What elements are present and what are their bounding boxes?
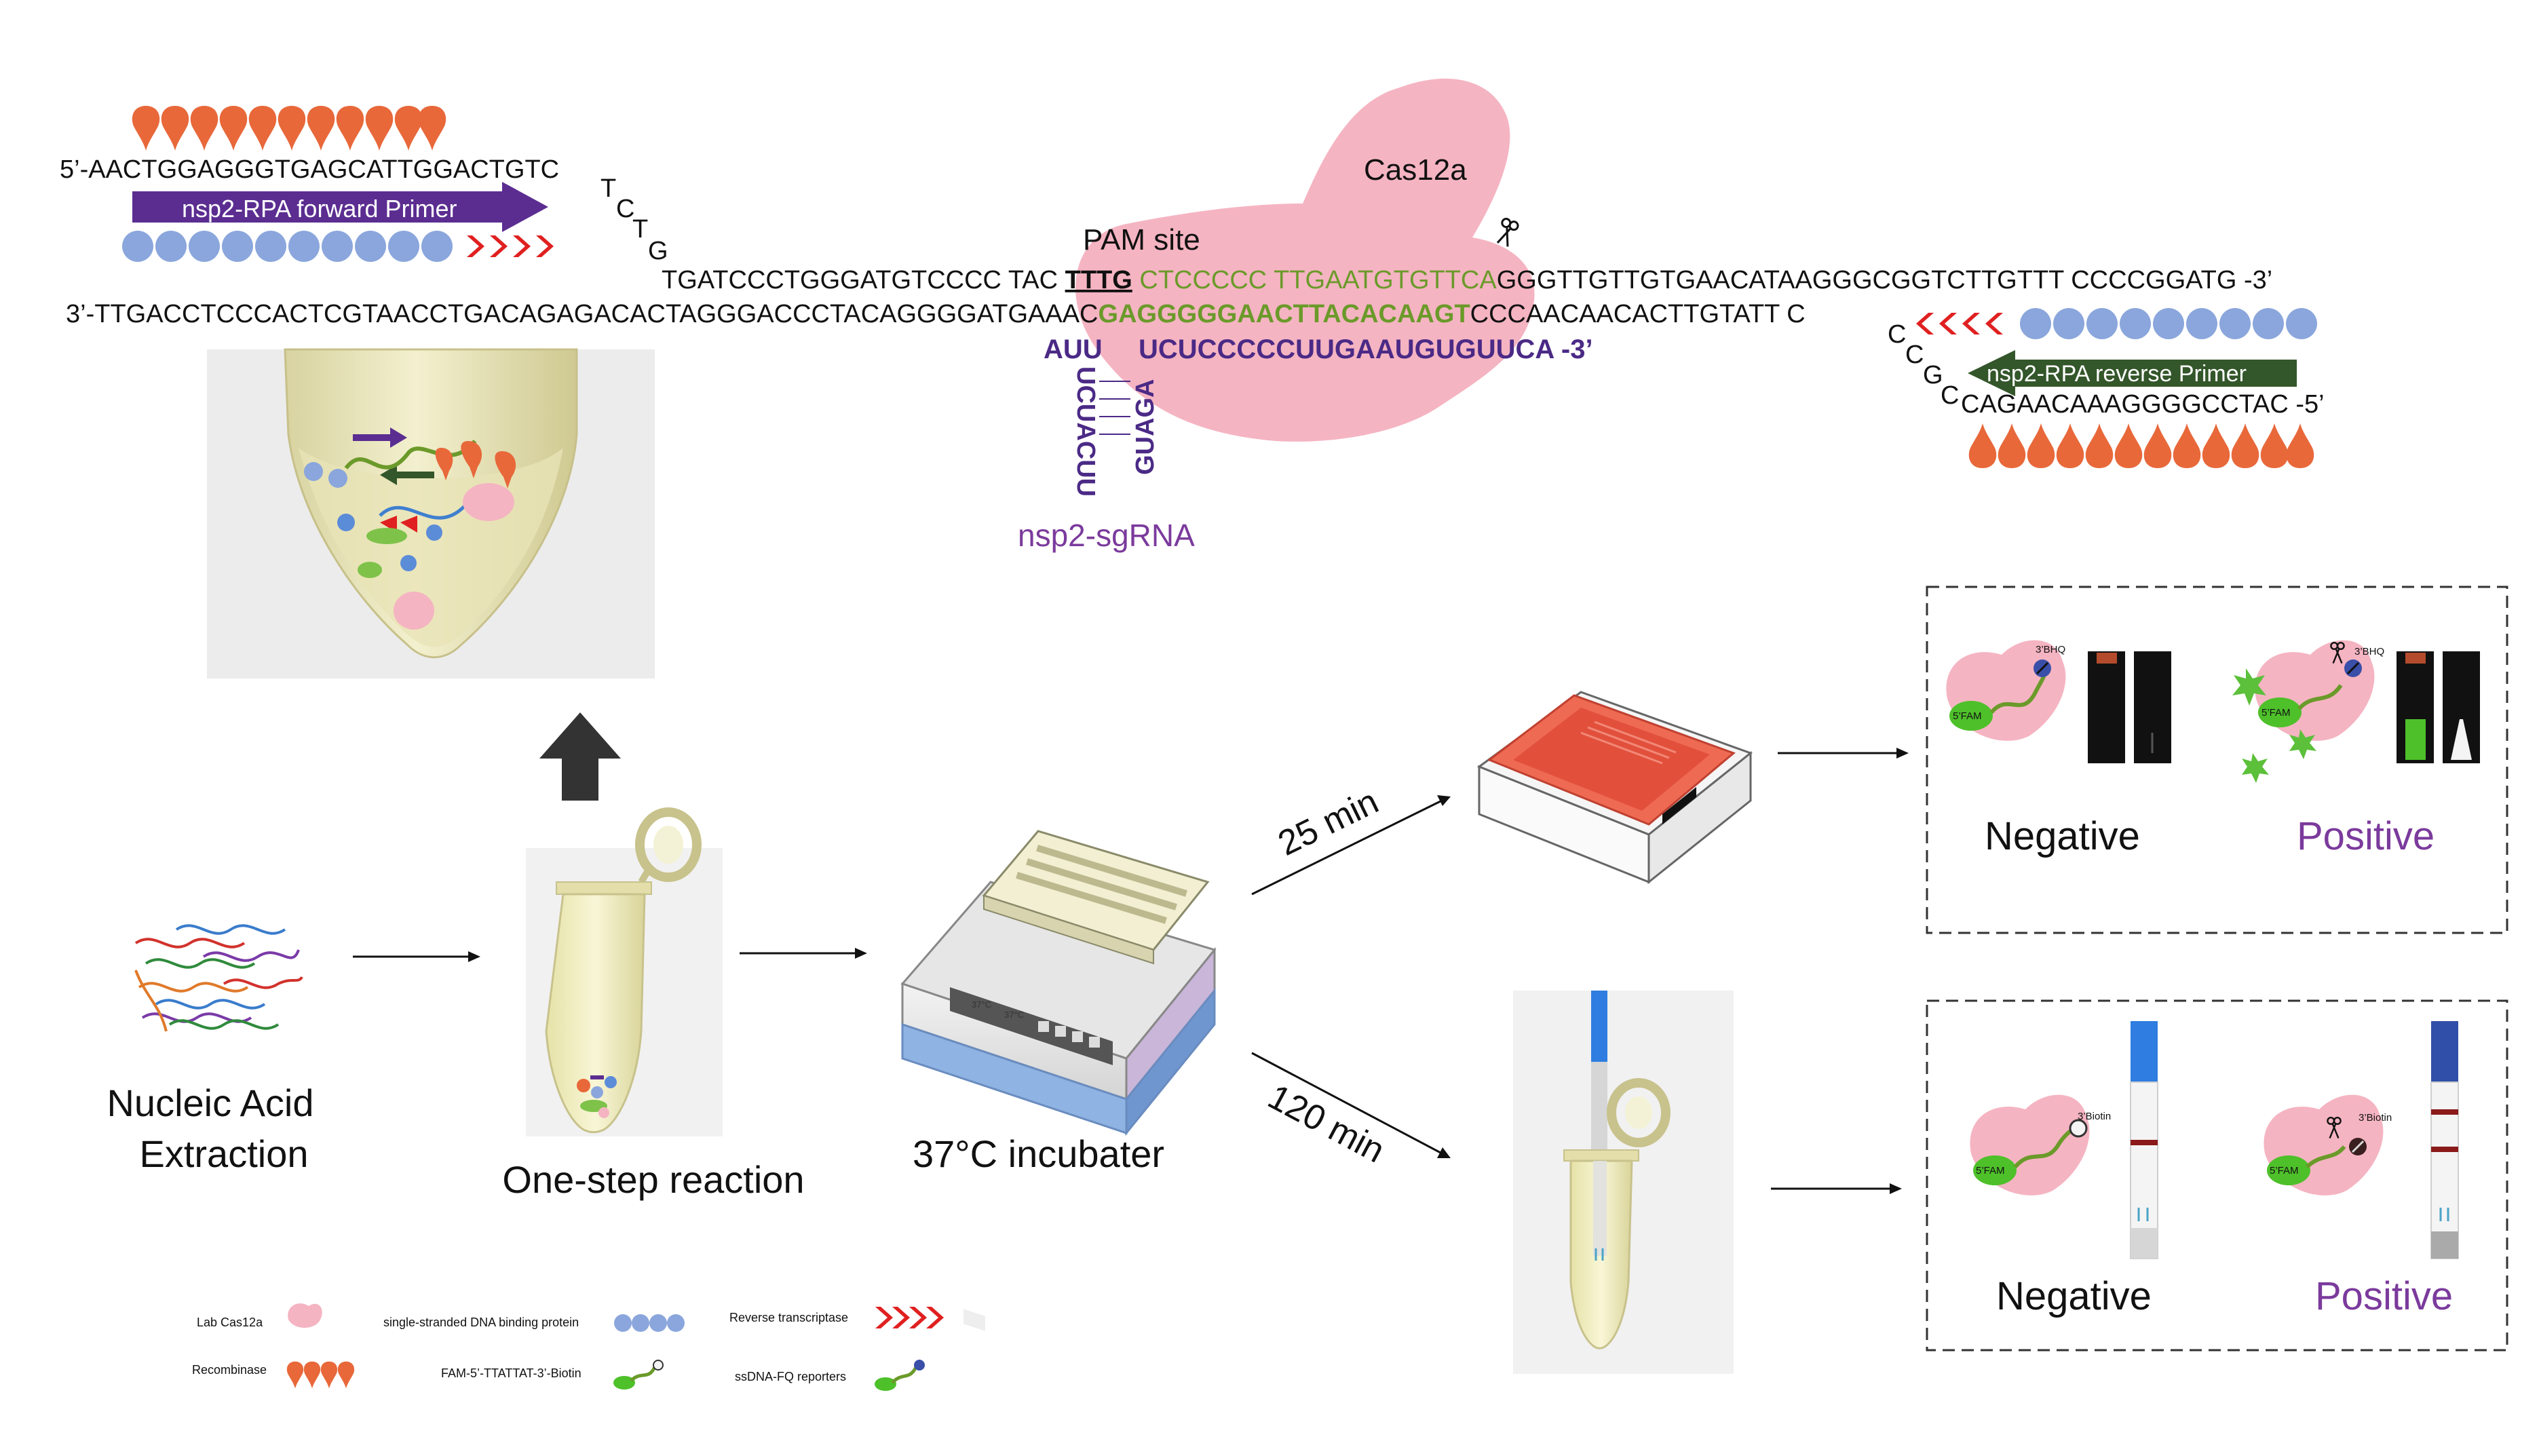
legend-rt-label: Reverse transcriptase bbox=[729, 1311, 848, 1324]
legend-rt-icon bbox=[875, 1307, 944, 1328]
legend-recombinase-label: Recombinase bbox=[192, 1363, 267, 1377]
nucleic-acid-strands-icon bbox=[134, 924, 303, 1032]
bottom-loop-letters: C C G C bbox=[1888, 320, 1959, 410]
sgrna-structure: AUU UCUCCCCCUUGAAUGUGUUCA -3’ UCUACUU GU… bbox=[1044, 334, 1593, 497]
recombinase-row-top bbox=[132, 106, 446, 151]
forward-primer-label: nsp2-RPA forward Primer bbox=[182, 195, 457, 223]
svg-text:C: C bbox=[1905, 341, 1924, 369]
top-strand-left: 5’-AACTGGAGGGTGAGCATTGGACTGTC bbox=[60, 155, 559, 184]
legend-fam-biotin-icon bbox=[613, 1360, 664, 1390]
bhq-label-pos: 3’BHQ bbox=[2354, 646, 2384, 657]
sgrna-stem-left: UCUACUU bbox=[1071, 366, 1100, 497]
svg-text:37°C: 37°C bbox=[972, 999, 991, 1010]
sgrna-top-left: AUU bbox=[1044, 334, 1103, 364]
fam-label-pos: 5’FAM bbox=[2261, 707, 2291, 719]
one-step-label: One-step reaction bbox=[502, 1158, 804, 1201]
svg-text:C: C bbox=[616, 195, 634, 223]
up-arrow-icon bbox=[539, 712, 621, 801]
svg-text:G: G bbox=[648, 237, 668, 265]
recombinase-row-bottom bbox=[1968, 423, 2314, 468]
pam-site-label: PAM site bbox=[1083, 223, 1200, 256]
strip-results-panel: 5’FAM 3’Biotin 5’FAM 3’Biotin bbox=[1926, 999, 2508, 1352]
legend-ssb-icon bbox=[614, 1314, 685, 1332]
svg-text:37°C: 37°C bbox=[1004, 1010, 1024, 1020]
legend-recombinase-icon bbox=[286, 1361, 355, 1389]
sgrna-spacer: UCUCCCCCUUGAAUGUGUUCA -3’ bbox=[1139, 334, 1593, 364]
bottom-strand-tail: CAGAACAAAGGGGCCTAC -5’ bbox=[1961, 390, 2325, 419]
flow-arrow-result-fluor bbox=[1778, 748, 1909, 759]
forward-primer-arrow bbox=[132, 182, 548, 232]
flow-arrow-fluor bbox=[1251, 795, 1451, 896]
legend-fq-icon bbox=[875, 1360, 925, 1391]
flow-arrow-result-strip bbox=[1771, 1183, 1902, 1194]
one-step-tube-image bbox=[526, 807, 723, 1136]
scissors-icon bbox=[1493, 216, 1521, 249]
biotin-label-neg: 3’Biotin bbox=[2078, 1111, 2111, 1122]
legend-cas12a-label: Lab Cas12a bbox=[197, 1316, 263, 1329]
legend: Lab Cas12a single-stranded DNA binding p… bbox=[192, 1303, 944, 1391]
fam-label-strip-pos: 5’FAM bbox=[2270, 1165, 2299, 1176]
positive-fluor-label: Positive bbox=[2297, 814, 2435, 858]
ssb-row-top bbox=[122, 231, 453, 262]
svg-text:T: T bbox=[600, 174, 616, 203]
cas12a-protein-shape bbox=[1075, 78, 1535, 442]
incubator-image: 37°C 37°C bbox=[900, 830, 1217, 1331]
svg-text:G: G bbox=[1923, 361, 1943, 389]
ssb-row-bottom bbox=[2020, 308, 2317, 339]
top-strand-middle: TGATCCCTGGGATGTCCCC TAC TTTG CTCCCCC TTG… bbox=[662, 266, 2272, 294]
reverse-primer-label: nsp2-RPA reverse Primer bbox=[1987, 361, 2247, 387]
svg-text:C: C bbox=[1888, 320, 1906, 349]
nucleic-acid-label: Nucleic Acid bbox=[107, 1081, 313, 1124]
negative-strip-label: Negative bbox=[1996, 1274, 2152, 1318]
sgrna-label: nsp2-sgRNA bbox=[1018, 518, 1195, 553]
reverse-transcriptase-top bbox=[467, 235, 554, 257]
svg-text:T: T bbox=[632, 215, 648, 244]
svg-text:C: C bbox=[1941, 381, 1959, 410]
reverse-transcriptase-bottom bbox=[1916, 313, 2003, 334]
reverse-primer-arrow bbox=[1968, 350, 2297, 396]
fam-label-strip-neg: 5’FAM bbox=[1976, 1165, 2005, 1176]
cas12a-label: Cas12a bbox=[1364, 153, 1467, 187]
flow-arrow-strip bbox=[1251, 1052, 1451, 1158]
top-loop-letters: T C T G bbox=[600, 174, 668, 265]
strip-tube-image bbox=[1513, 991, 1734, 1374]
fluorescence-results-panel: 5’FAM 3’BHQ 5’FAM 3’BHQ bbox=[1926, 586, 2508, 934]
legend-ssb-label: single-stranded DNA binding protein bbox=[383, 1316, 579, 1329]
legend-cas12a-icon bbox=[288, 1303, 322, 1328]
negative-fluor-label: Negative bbox=[1985, 814, 2140, 858]
blue-light-box-image bbox=[1476, 691, 1753, 885]
flow-arrow-1 bbox=[353, 951, 480, 962]
incubator-label: 37°C incubater bbox=[913, 1132, 1164, 1175]
biotin-label-pos: 3’Biotin bbox=[2359, 1112, 2392, 1124]
bottom-strand: 3’-TTGACCTCCCACTCGTAACCTGACAGAGACACTAGGG… bbox=[66, 300, 1806, 328]
legend-fam-biotin-label: FAM-5’-TTATTAT-3’-Biotin bbox=[441, 1366, 581, 1380]
extraction-label: Extraction bbox=[140, 1132, 309, 1175]
time-fluor-label: 25 min bbox=[1272, 782, 1385, 864]
flow-arrow-2 bbox=[740, 948, 867, 959]
positive-strip-label: Positive bbox=[2315, 1274, 2453, 1318]
time-strip-label: 120 min bbox=[1261, 1077, 1391, 1170]
reaction-zoom-image bbox=[207, 348, 655, 678]
sgrna-stem-right: GUAGA bbox=[1131, 379, 1160, 475]
legend-fq-label: ssDNA-FQ reporters bbox=[735, 1370, 846, 1383]
fam-label-neg: 5’FAM bbox=[1953, 710, 1982, 722]
bhq-label-neg: 3’BHQ bbox=[2036, 644, 2065, 655]
